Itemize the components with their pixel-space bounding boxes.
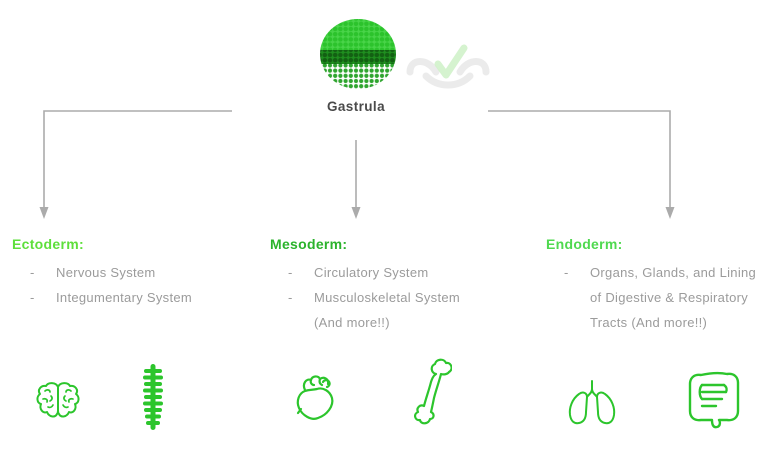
list-item: - Musculoskeletal System (And more!!): [270, 285, 510, 335]
bullet-dash: -: [288, 290, 293, 305]
intestines-icon: [688, 371, 740, 429]
list-item: - Organs, Glands, and Lining of Digestiv…: [546, 260, 764, 335]
mesoderm-heading: Mesoderm:: [270, 236, 348, 252]
bullet-dash: -: [564, 265, 569, 280]
watermark-check-icon: [406, 44, 490, 89]
bone-icon: [414, 358, 452, 425]
bullet-dash: -: [288, 265, 293, 280]
list-item: - Integumentary System: [12, 285, 252, 310]
list-line: Tracts (And more!!): [590, 315, 708, 330]
ectoderm-column: Ectoderm: - Nervous System - Integumenta…: [12, 236, 252, 310]
gastrula-label: Gastrula: [327, 99, 385, 114]
spine-icon: [143, 364, 163, 430]
list-line: Nervous System: [56, 265, 156, 280]
list-item: - Nervous System: [12, 260, 252, 285]
list-line: Musculoskeletal System: [314, 290, 461, 305]
lungs-icon: [568, 380, 616, 425]
gastrula-illustration: [320, 19, 396, 89]
heart-icon: [296, 375, 334, 420]
bullet-dash: -: [30, 290, 35, 305]
list-line: Circulatory System: [314, 265, 429, 280]
endoderm-heading: Endoderm:: [546, 236, 623, 252]
endoderm-column: Endoderm: - Organs, Glands, and Lining o…: [546, 236, 764, 335]
mesoderm-column: Mesoderm: - Circulatory System - Musculo…: [270, 236, 510, 335]
bullet-dash: -: [30, 265, 35, 280]
list-line: Organs, Glands, and Lining: [590, 265, 757, 280]
list-line: (And more!!): [314, 315, 390, 330]
brain-icon: [36, 382, 80, 418]
list-line: Integumentary System: [56, 290, 193, 305]
list-line: of Digestive & Respiratory: [590, 290, 749, 305]
ectoderm-heading: Ectoderm:: [12, 236, 84, 252]
arrow-to-ectoderm: [43, 110, 232, 210]
arrow-to-endoderm: [488, 110, 671, 210]
list-item: - Circulatory System: [270, 260, 510, 285]
